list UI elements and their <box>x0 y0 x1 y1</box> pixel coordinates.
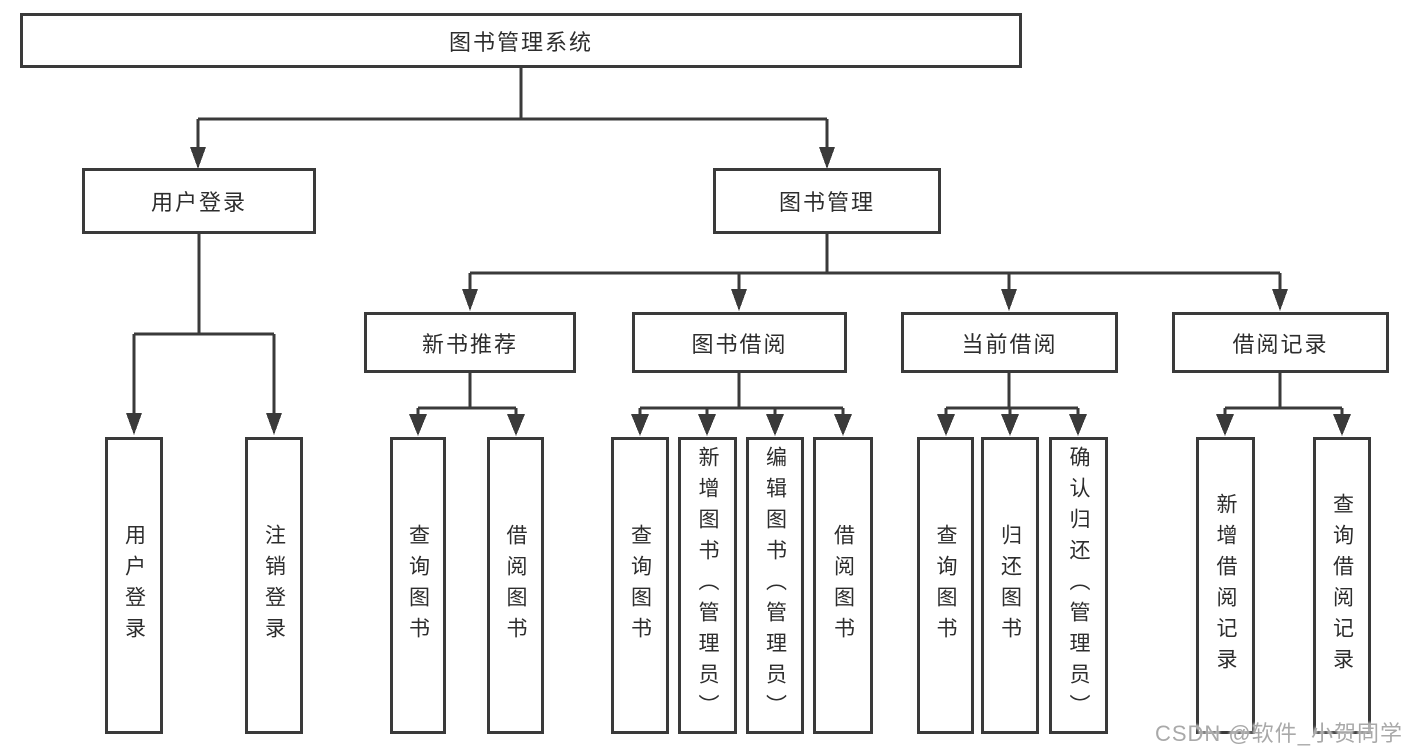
arrowhead-icon <box>937 414 955 436</box>
arrowhead-icon <box>462 289 478 311</box>
leaf-query-books-current-label: 查询图书 <box>934 523 957 648</box>
node-new-book-recommend-label: 新书推荐 <box>421 331 518 357</box>
leaf-query-books-borrow: 查询图书 <box>611 437 669 734</box>
arrowhead-icon <box>1272 289 1288 311</box>
leaf-add-borrow-record-label: 新增借阅记录 <box>1214 492 1237 679</box>
leaf-user-login-label: 用户登录 <box>122 523 146 648</box>
node-new-book-recommend: 新书推荐 <box>364 312 576 373</box>
connector-root-to-level2 <box>190 68 835 169</box>
arrowhead-icon <box>1216 414 1234 436</box>
arrowhead-icon <box>507 414 525 436</box>
connector-user-login-group <box>126 234 282 435</box>
leaf-borrow-books-recommend: 借阅图书 <box>487 437 544 734</box>
arrowhead-icon <box>1001 289 1017 311</box>
leaf-query-borrow-record: 查询借阅记录 <box>1313 437 1371 734</box>
leaf-add-book-admin: 新增图书（管理员） <box>678 437 737 734</box>
leaf-return-book: 归还图书 <box>981 437 1039 734</box>
node-current-borrow: 当前借阅 <box>901 312 1118 373</box>
arrowhead-icon <box>126 413 142 435</box>
leaf-add-borrow-record: 新增借阅记录 <box>1196 437 1255 734</box>
node-book-borrow: 图书借阅 <box>632 312 847 373</box>
connector-current-borrow-group <box>937 373 1087 436</box>
arrowhead-icon <box>1001 414 1019 436</box>
leaf-add-book-admin-label: 新增图书（管理员） <box>696 446 719 725</box>
connector-borrow-records-group <box>1216 373 1351 436</box>
leaf-query-books-current: 查询图书 <box>917 437 974 734</box>
node-user-login: 用户登录 <box>82 168 316 234</box>
leaf-query-borrow-record-label: 查询借阅记录 <box>1330 492 1354 679</box>
leaf-logout: 注销登录 <box>245 437 303 734</box>
leaf-return-book-label: 归还图书 <box>998 523 1022 648</box>
node-book-management: 图书管理 <box>713 168 941 234</box>
arrowhead-icon <box>766 414 784 436</box>
arrowhead-icon <box>266 413 282 435</box>
connector-book-management-to-level3 <box>462 234 1288 311</box>
node-user-login-label: 用户登录 <box>150 190 247 215</box>
arrowhead-icon <box>834 414 852 436</box>
leaf-query-books-recommend: 查询图书 <box>390 437 446 734</box>
arrowhead-icon <box>631 414 649 436</box>
leaf-confirm-return-admin-label: 确认归还（管理员） <box>1067 446 1090 725</box>
leaf-user-login: 用户登录 <box>105 437 163 734</box>
leaf-edit-book-admin: 编辑图书（管理员） <box>746 437 804 734</box>
arrowhead-icon <box>1333 414 1351 436</box>
leaf-query-books-recommend-label: 查询图书 <box>406 523 430 648</box>
node-book-borrow-label: 图书借阅 <box>691 331 788 357</box>
arrowhead-icon <box>1069 414 1087 436</box>
connector-book-borrow-group <box>631 373 852 436</box>
arrowhead-icon <box>698 414 716 436</box>
leaf-query-books-borrow-label: 查询图书 <box>628 523 652 648</box>
csdn-watermark: CSDN @软件_小贺同学 <box>1154 721 1403 746</box>
arrowhead-icon <box>190 147 206 169</box>
connector-new-book-group <box>409 373 525 436</box>
node-library-system-label: 图书管理系统 <box>448 29 593 55</box>
leaf-logout-label: 注销登录 <box>262 523 286 648</box>
leaf-borrow-books-recommend-label: 借阅图书 <box>504 523 527 648</box>
arrowhead-icon <box>409 414 427 436</box>
leaf-borrow-books-borrow: 借阅图书 <box>813 437 873 734</box>
node-borrow-records-label: 借阅记录 <box>1232 331 1329 357</box>
node-borrow-records: 借阅记录 <box>1172 312 1389 373</box>
leaf-borrow-books-borrow-label: 借阅图书 <box>831 523 855 648</box>
leaf-confirm-return-admin: 确认归还（管理员） <box>1049 437 1108 734</box>
arrowhead-icon <box>731 289 747 311</box>
arrowhead-icon <box>819 147 835 169</box>
leaf-edit-book-admin-label: 编辑图书（管理员） <box>763 446 787 725</box>
node-book-management-label: 图书管理 <box>778 190 875 215</box>
node-current-borrow-label: 当前借阅 <box>961 331 1058 357</box>
node-library-system: 图书管理系统 <box>20 13 1022 68</box>
